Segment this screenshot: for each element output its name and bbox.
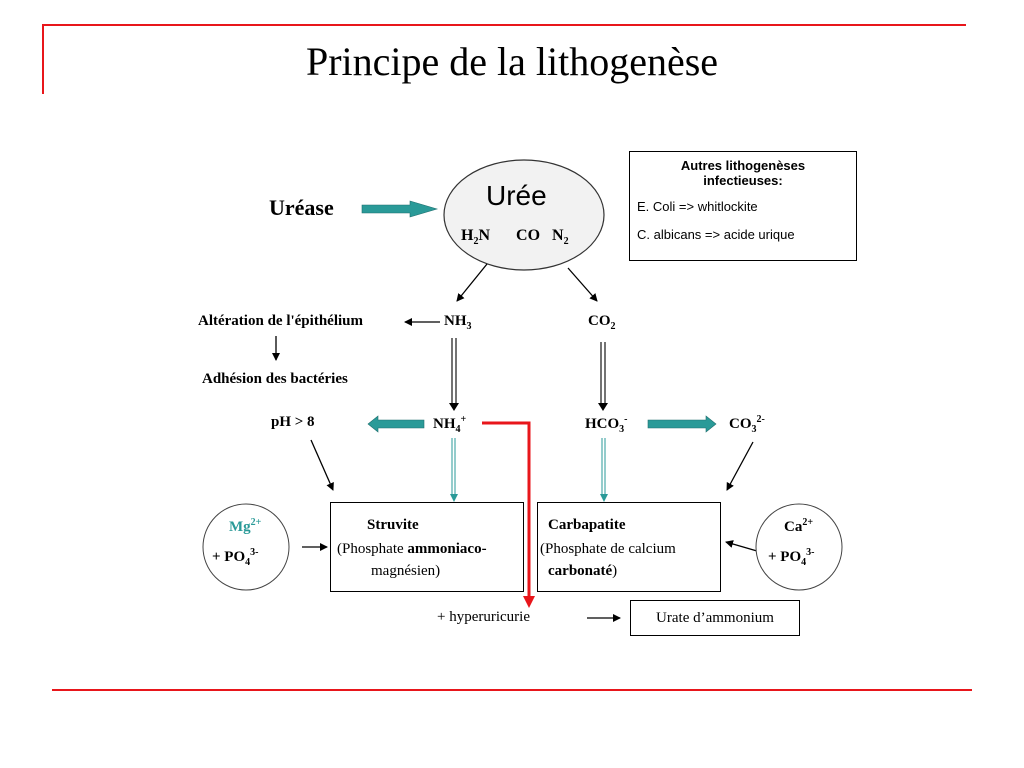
struvite-box: Struvite (Phosphate ammoniaco- magnésien… [330, 502, 524, 592]
uree-formula-h-sub: 2 [473, 236, 479, 248]
co3-text: CO [729, 416, 752, 432]
uree-formula: H2N CO N2 [461, 227, 569, 247]
arrow-nh4-struvite-head [450, 494, 458, 502]
carbapatite-line2-bold: carbonaté [548, 563, 613, 579]
struvite-title: Struvite [367, 517, 419, 533]
ca-ion: Ca2+ [784, 517, 813, 536]
carbapatite-line2-suffix: ) [612, 563, 618, 579]
arrow-nh3-nh4-head [449, 403, 459, 411]
carbapatite-line2: carbonaté) [548, 563, 617, 580]
uree-formula-co: CO [516, 227, 541, 244]
nh3-label: NH3 [444, 313, 472, 332]
struvite-line1-prefix: (Phosphate [337, 541, 408, 557]
ca-circle [755, 503, 843, 591]
co2-sub: 2 [610, 321, 616, 332]
uree-formula-n2-sub: 2 [563, 236, 569, 248]
hco3-text: HCO [585, 416, 620, 432]
nh4-label: NH4+ [433, 414, 466, 435]
hyperuricurie-label: + hyperuricurie [437, 609, 531, 625]
arrow-co3-carbapatite [726, 441, 754, 491]
arrow-hco3-carbapatite-head [600, 494, 608, 502]
arrow-uree-co2 [567, 267, 598, 302]
mg-po4-text: + PO [212, 549, 246, 565]
nh3-text: NH [444, 313, 467, 329]
struvite-line2: magnésien) [371, 563, 441, 579]
mg-ion-text: Mg [229, 519, 251, 535]
mg-ion-sup: 2+ [250, 517, 262, 528]
hco3-sub: 3 [619, 424, 625, 435]
co2-label: CO2 [588, 313, 616, 332]
uree-title: Urée [486, 180, 547, 211]
carbapatite-title: Carbapatite [548, 517, 626, 533]
urease-arrow [361, 200, 439, 218]
autres-lithogeneses-box: Autres lithogenèses infectieuses: E. Col… [629, 151, 857, 261]
struvite-line1-bold: ammoniaco- [407, 541, 487, 557]
slide-title: Principe de la lithogenèse [305, 39, 719, 84]
mg-po4: + PO43- [212, 547, 258, 568]
uree-formula-n: N [478, 227, 491, 244]
co3-sub: 3 [751, 424, 757, 435]
ca-po4-text: + PO [768, 549, 802, 565]
uree-formula-n2: N [552, 227, 564, 244]
nh4-sub: 4 [455, 424, 461, 435]
co3-label: CO32- [729, 414, 765, 435]
hco3-sup: - [624, 414, 628, 425]
bottom-rule [52, 689, 972, 691]
nh3-sub: 3 [466, 321, 472, 332]
nh4-sup: + [460, 414, 467, 425]
uree-formula-h: H [461, 227, 474, 244]
hco3-label: HCO3- [585, 414, 628, 435]
urease-label: Uréase [269, 195, 334, 220]
adhesion-label: Adhésion des bactéries [202, 371, 348, 387]
left-rule [42, 24, 44, 94]
ca-po4-sup: 3- [806, 547, 815, 558]
autres-title-line2: infectieuses: [703, 173, 783, 188]
ca-ion-sup: 2+ [802, 517, 814, 528]
arrow-ca-carbapatite [725, 540, 758, 552]
red-path-nh4-urate [482, 421, 531, 598]
arrow-co2-hco3-head [598, 403, 608, 411]
arrow-ph-struvite [310, 439, 334, 491]
ca-po4-sub: 4 [801, 557, 807, 568]
urate-box: Urate d’ammonium [630, 600, 800, 636]
mg-po4-sup: 3- [250, 547, 259, 558]
autres-title-line1: Autres lithogenèses [680, 158, 806, 173]
autres-line1: E. Coli => whitlockite [637, 199, 758, 214]
hco3-co3-arrow [647, 415, 717, 433]
ca-ion-text: Ca [784, 519, 803, 535]
co2-text: CO [588, 313, 611, 329]
alteration-label: Altération de l'épithélium [198, 313, 363, 329]
uree-ellipse [443, 159, 605, 271]
autres-line2: C. albicans => acide urique [637, 227, 795, 242]
mg-po4-sub: 4 [245, 557, 251, 568]
red-path-head [523, 596, 535, 608]
mg-ion: Mg2+ [229, 517, 261, 536]
nh4-ph-arrow [367, 415, 425, 433]
mg-circle [202, 503, 290, 591]
co3-sup: 2- [756, 414, 765, 425]
arrow-uree-nh3 [456, 263, 488, 302]
ca-po4: + PO43- [768, 547, 814, 568]
carbapatite-line1: (Phosphate de calcium [540, 541, 676, 557]
struvite-line1: (Phosphate ammoniaco- [337, 541, 487, 558]
ph-label: pH > 8 [271, 414, 315, 430]
nh4-text: NH [433, 416, 456, 432]
carbapatite-box: Carbapatite (Phosphate de calcium carbon… [537, 502, 721, 592]
top-rule [42, 24, 966, 26]
